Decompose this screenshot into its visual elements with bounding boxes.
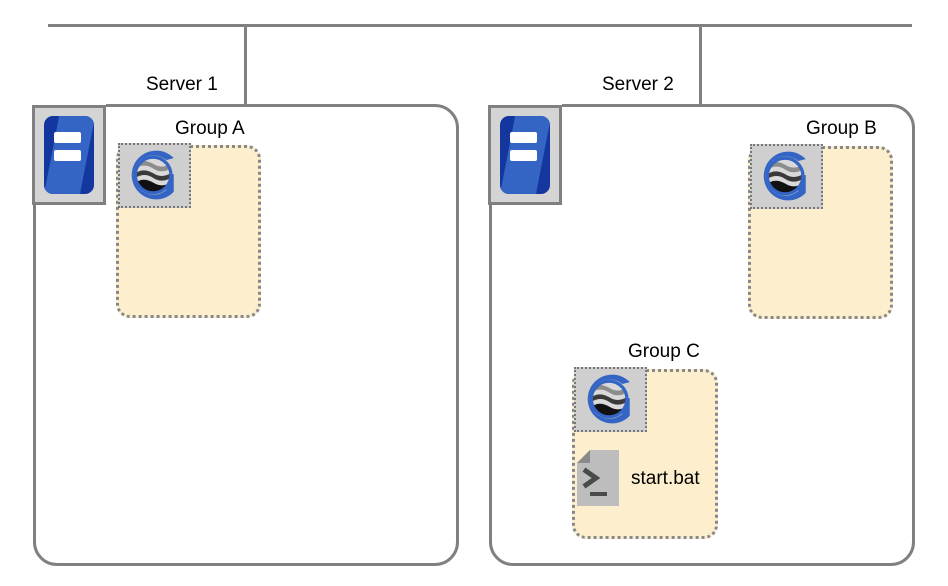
server-chassis [44,116,94,194]
server-2-label: Server 2 [602,74,674,95]
group-a-label: Group A [175,118,245,139]
server-slot-bar [510,131,537,144]
server-slot-bar [54,131,81,144]
server-1-connector-line [244,24,247,106]
group-c-file-start-bat[interactable]: start.bat [577,450,700,506]
server-1-label: Server 1 [146,74,218,95]
group-a-g-globe-icon[interactable] [118,143,191,208]
group-b-label: Group B [806,118,877,139]
batch-file-label: start.bat [631,467,700,489]
batch-file-icon [577,450,619,506]
group-c-g-globe-icon[interactable] [574,367,647,432]
server-2-connector-line [699,24,702,106]
server-1-icon[interactable] [32,105,106,205]
topology-bus-line [48,24,912,27]
group-c-label: Group C [628,341,700,362]
server-slot-bar [54,149,81,162]
group-b-g-globe-icon[interactable] [750,144,823,209]
server-slot-bar [510,149,537,162]
server-2-icon[interactable] [488,105,562,205]
server-chassis [500,116,550,194]
